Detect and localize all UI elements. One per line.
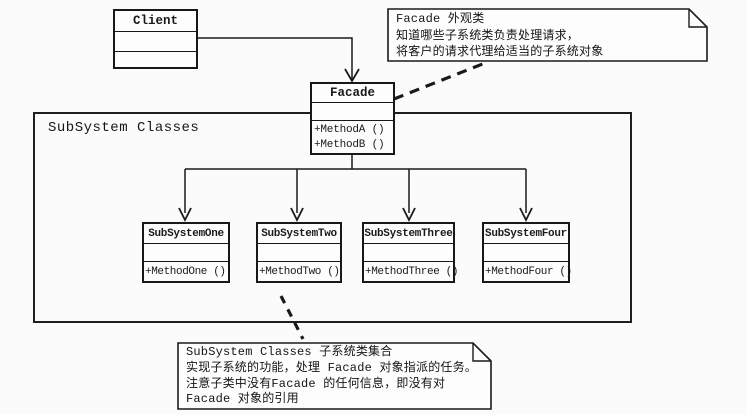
facade-attributes-compartment — [312, 102, 393, 120]
subsystem-three-method: +MethodThree () — [364, 261, 458, 281]
subsystem-two-class-box: SubSystemTwo +MethodTwo () — [256, 222, 342, 283]
subsystem-four-attributes-compartment — [484, 243, 568, 261]
facade-note-line-3: 将客户的请求代理给适当的子系统对象 — [396, 45, 604, 59]
client-class-box: Client — [113, 9, 198, 69]
facade-note-anchor-dashed-line — [393, 61, 486, 101]
subsystem-four-name: SubSystemFour — [485, 227, 567, 240]
subsystem-three-class-box: SubSystemThree +MethodThree () — [362, 222, 458, 283]
facade-note-line-1: Facade 外观类 — [396, 12, 485, 26]
facade-note-fold-icon — [688, 9, 707, 28]
subsystem-note-line-3: 注意子类中没有Facade 的任何信息，即没有对 — [186, 376, 446, 391]
subsystem-three-name: SubSystemThree — [364, 227, 453, 240]
facade-note-line-2: 知道哪些子系统类负责处理请求， — [396, 28, 580, 43]
facade-note: Facade 外观类 知道哪些子系统类负责处理请求， 将客户的请求代理给适当的子… — [387, 8, 708, 62]
subsystem-note-fold-icon — [472, 343, 491, 362]
subsystem-note-text: SubSystem Classes 子系统类集合 实现子系统的功能，处理 Fac… — [186, 345, 486, 408]
subsystem-two-method: +MethodTwo () — [258, 261, 340, 281]
facade-operations-compartment: +MethodA () +MethodB () — [312, 120, 393, 153]
subsystem-four-method: +MethodFour () — [484, 261, 572, 281]
subsystem-note: SubSystem Classes 子系统类集合 实现子系统的功能，处理 Fac… — [177, 342, 492, 410]
subsystem-note-outline — [177, 342, 492, 410]
subsystem-one-attributes-compartment — [144, 243, 228, 261]
facade-method-a: +MethodA () — [314, 124, 385, 136]
facade-method-b: +MethodB () — [314, 139, 385, 151]
facade-class-box: Facade +MethodA () +MethodB () — [310, 82, 395, 155]
client-attributes-compartment — [115, 31, 196, 51]
subsystem-two-name: SubSystemTwo — [261, 227, 337, 240]
client-to-facade-line — [198, 37, 353, 80]
client-to-facade-arrowhead-icon — [344, 68, 360, 83]
subsystem-note-line-4: Facade 对象的引用 — [186, 392, 299, 407]
subsystem-two-attributes-compartment — [258, 243, 340, 261]
subsystem-one-name: SubSystemOne — [148, 227, 224, 240]
subsystem-note-line-2: 实现子系统的功能，处理 Facade 对象指派的任务。 — [186, 360, 478, 375]
facade-class-name: Facade — [329, 86, 375, 100]
container-label: SubSystem Classes — [48, 120, 200, 136]
facade-note-text: Facade 外观类 知道哪些子系统类负责处理请求， 将客户的请求代理给适当的子… — [396, 11, 702, 61]
subsystem-four-class-box: SubSystemFour +MethodFour () — [482, 222, 572, 283]
client-class-name: Client — [132, 14, 178, 28]
client-operations-compartment — [115, 51, 196, 67]
subsystem-one-method: +MethodOne () — [144, 261, 228, 281]
facade-note-outline — [387, 8, 708, 62]
subsystem-three-attributes-compartment — [364, 243, 453, 261]
subsystem-one-class-box: SubSystemOne +MethodOne () — [142, 222, 230, 283]
subsystem-note-line-1: SubSystem Classes 子系统类集合 — [186, 345, 393, 359]
